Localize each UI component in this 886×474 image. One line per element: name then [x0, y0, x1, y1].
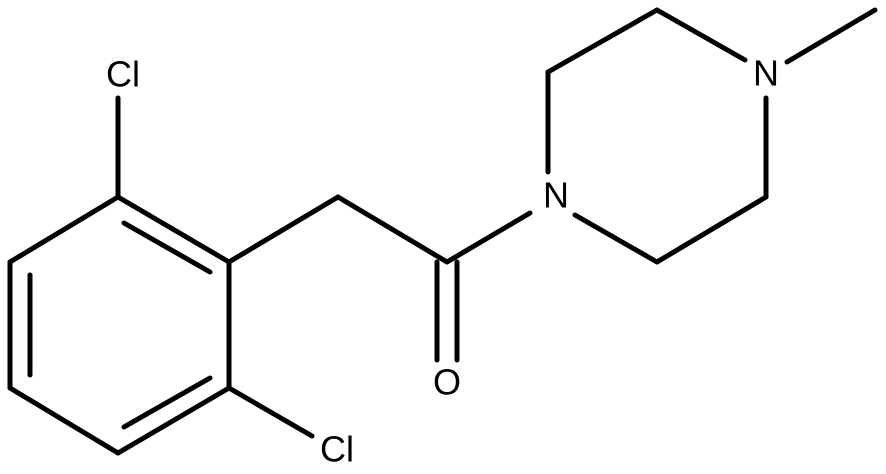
- piperazine-ring: [545, 7, 769, 265]
- ring-bond-c3-c4: [115, 385, 232, 456]
- bond-n-methyl: [784, 7, 878, 65]
- bond-ring-ch2: [226, 194, 341, 265]
- pip-bond-cd-n1: [572, 212, 660, 265]
- bond-c3-cl-bottom: [226, 385, 315, 439]
- nitrogen-amide-label: N: [543, 175, 569, 216]
- ring-bond-c4-c5: [7, 385, 121, 456]
- ring-bond-c1-c2: [115, 194, 232, 265]
- ring-bond-c6-c1: [7, 194, 121, 265]
- ring-bond-c3-c4-inner: [121, 375, 213, 430]
- bond-carbonyl-n: [444, 210, 533, 265]
- benzene-ring: [7, 194, 232, 456]
- bond-ch2-carbonyl: [335, 194, 450, 265]
- nitrogen-methyl-label: N: [753, 53, 779, 94]
- chlorine-bottom-label: Cl: [320, 429, 354, 470]
- oxygen-label: O: [433, 362, 461, 403]
- pip-bond-cc-cd: [654, 194, 769, 265]
- ring-bond-c1-c2-inner: [121, 220, 213, 275]
- pip-bond-ca-cb: [545, 7, 660, 75]
- pip-bond-cb-n4: [654, 7, 748, 63]
- chlorine-top-label: Cl: [106, 54, 140, 95]
